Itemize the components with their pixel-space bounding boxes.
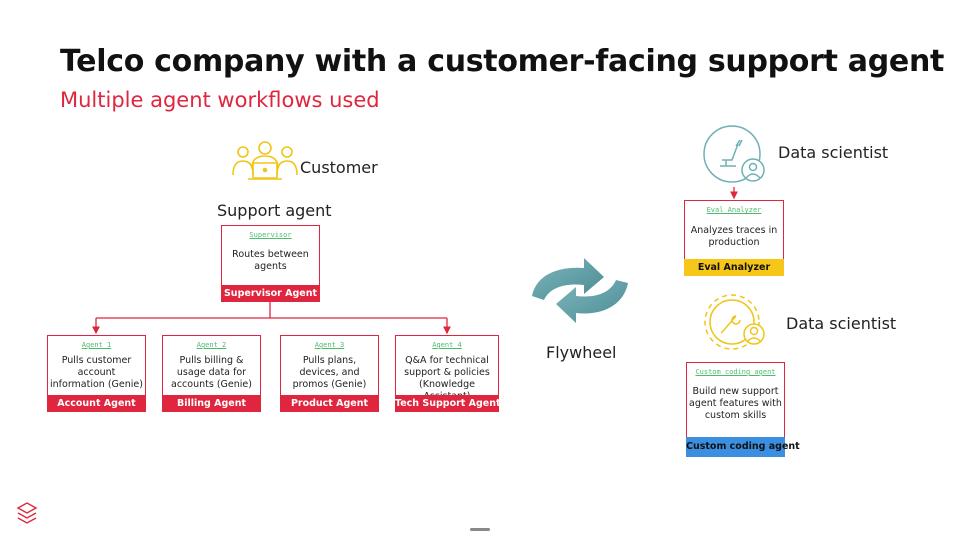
agent-tag: Agent 3 <box>314 341 345 349</box>
supervisor-description: Routes between agents <box>232 249 309 272</box>
eval-analyzer-tag: Eval Analyzer <box>706 206 762 214</box>
agent-tag: Agent 4 <box>432 341 462 349</box>
slide-title: Telco company with a customer-facing sup… <box>60 44 945 79</box>
customer-label: Customer <box>300 158 378 177</box>
agent-description: Pulls plans, devices, and promos (Genie) <box>292 355 367 390</box>
supervisor-tag: Supervisor <box>249 231 292 239</box>
eval-analyzer-description: Analyzes traces in production <box>690 225 778 248</box>
coding-agent-description: Build new support agent features with cu… <box>689 386 782 421</box>
agent-description: Pulls billing & usage data for accounts … <box>171 355 252 390</box>
eval-analyzer-footer: Eval Analyzer <box>684 259 784 276</box>
data-scientist-bottom-label: Data scientist <box>786 314 897 333</box>
supervisor-footer: Supervisor Agent <box>221 285 320 302</box>
eval-analyzer-box: Eval Analyzer Analyzes traces in product… <box>684 200 784 276</box>
coding-agent-footer: Custom coding agent <box>686 437 800 457</box>
coding-agent-tag: Custom coding agent <box>695 368 776 376</box>
agent-description: Pulls customer account information (Geni… <box>50 355 143 390</box>
agent-box-billing: Agent 2 Pulls billing & usage data for a… <box>162 335 261 412</box>
agent-footer: Product Agent <box>280 395 379 412</box>
agent-footer: Billing Agent <box>162 395 261 412</box>
agent-tag: Agent 1 <box>81 341 112 349</box>
supervisor-box: Supervisor Routes between agents Supervi… <box>221 225 320 302</box>
agent-footer: Account Agent <box>47 395 146 412</box>
agent-tag: Agent 2 <box>196 341 227 349</box>
agent-box-tech-support: Agent 4 Q&A for technical support & poli… <box>395 335 501 412</box>
flywheel-label: Flywheel <box>546 343 617 362</box>
agent-footer: Tech Support Agent <box>395 395 501 412</box>
slide-scroll-handle[interactable] <box>470 528 490 531</box>
slide-subtitle: Multiple agent workflows used <box>60 88 380 112</box>
coding-agent-box: Custom coding agent Build new support ag… <box>686 362 800 457</box>
data-scientist-top-label: Data scientist <box>778 143 889 162</box>
agent-box-product: Agent 3 Pulls plans, devices, and promos… <box>280 335 379 412</box>
agent-box-account: Agent 1 Pulls customer account informati… <box>47 335 146 412</box>
support-agent-label: Support agent <box>217 201 332 220</box>
